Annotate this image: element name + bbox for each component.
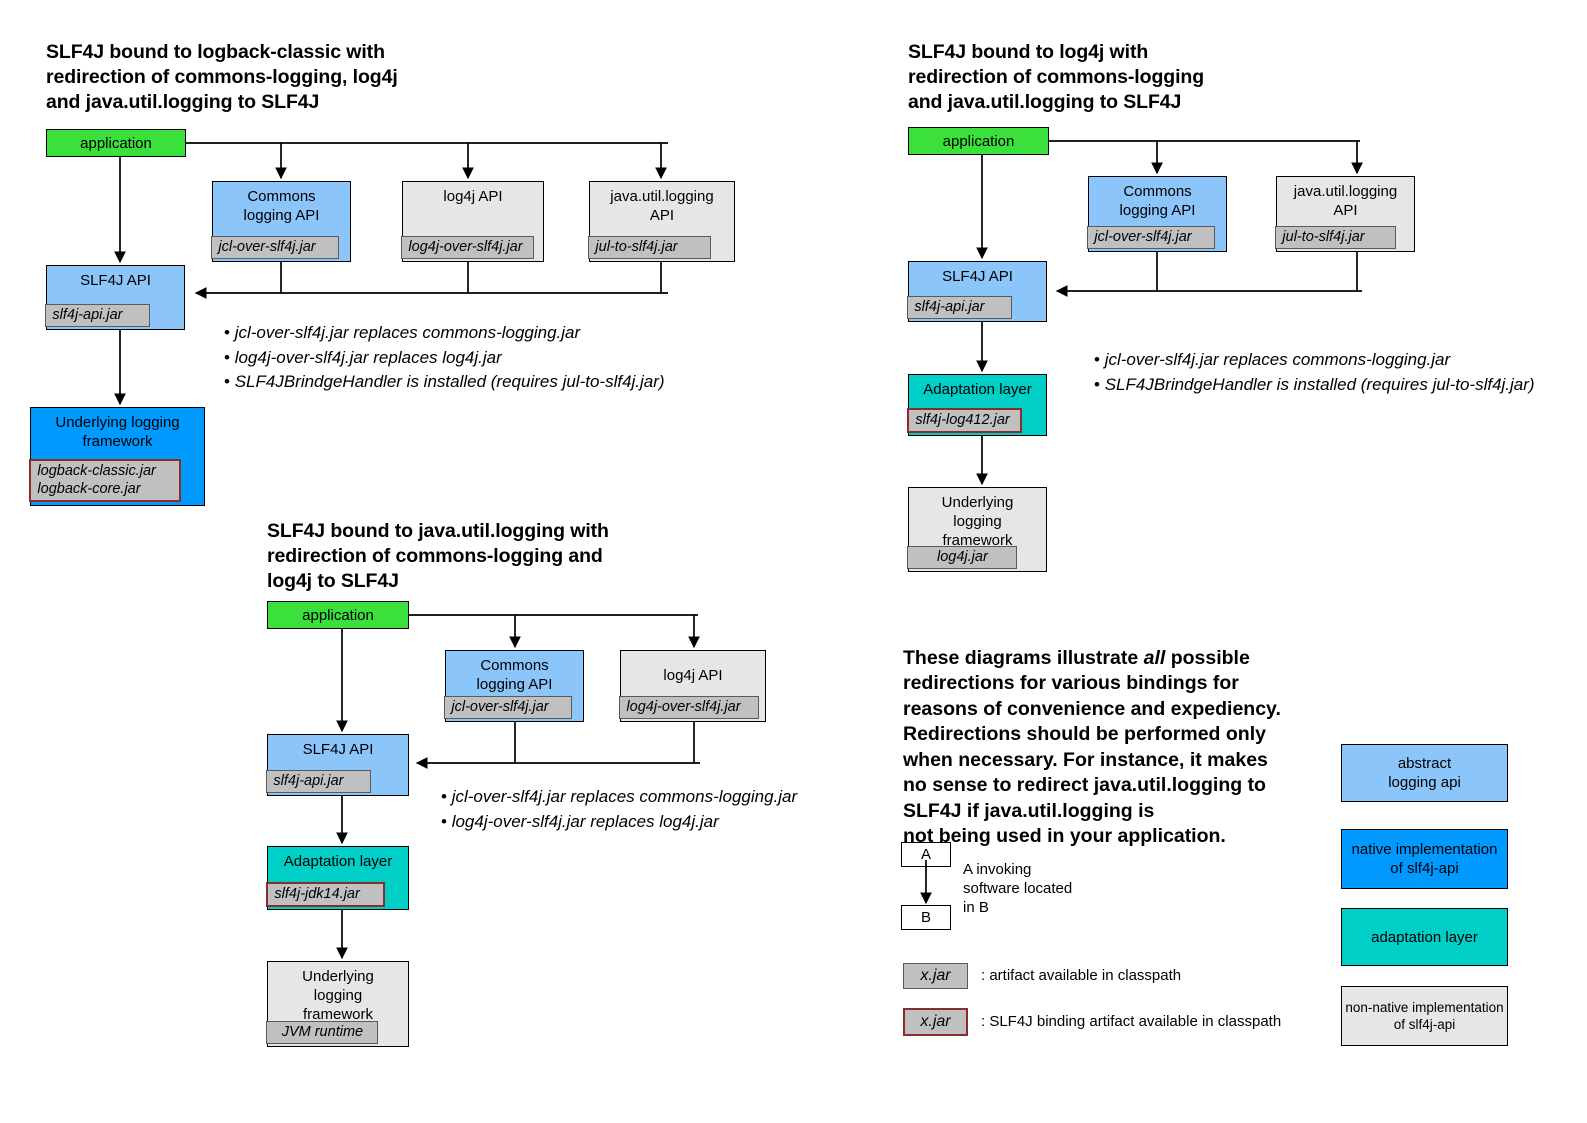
legend-jar-plain: x.jar bbox=[903, 963, 968, 989]
d3-application-box: application bbox=[267, 601, 409, 629]
d2-bullet-2: SLF4JBrindgeHandler is installed (requir… bbox=[1094, 373, 1535, 398]
legend-swatch-adaptation-layer-label: adaptation layer bbox=[1371, 928, 1478, 946]
d3-underlying-framework-box: Underlying logging framework JVM runtime bbox=[266, 961, 409, 1047]
d2-bullets: jcl-over-slf4j.jar replaces commons-logg… bbox=[1094, 348, 1535, 397]
d2-commons-logging-label: Commons logging API bbox=[1119, 183, 1196, 219]
d2-underlying-framework-label: Underlying logging framework bbox=[941, 494, 1014, 549]
legend-swatch-adaptation-layer: adaptation layer bbox=[1341, 908, 1508, 966]
d1-application-box: application bbox=[46, 129, 186, 157]
d2-slf4j-api-label: SLF4J API bbox=[942, 268, 1013, 285]
d2-jul-api-box: java.util.logging API jul-to-slf4j.jar bbox=[1275, 176, 1415, 252]
d1-bullet-2: log4j-over-slf4j.jar replaces log4j.jar bbox=[224, 346, 665, 371]
diagram1-title: SLF4J bound to logback-classic with redi… bbox=[46, 41, 398, 113]
d1-bullets: jcl-over-slf4j.jar replaces commons-logg… bbox=[224, 321, 665, 395]
legend-swatch-non-native-implementation-label: non-native implementation of slf4j-api bbox=[1345, 1000, 1504, 1032]
d2-commons-logging-box: Commons logging API jcl-over-slf4j.jar bbox=[1087, 176, 1227, 252]
d1-commons-logging-box: Commons logging API jcl-over-slf4j.jar bbox=[211, 181, 351, 262]
d3-underlying-framework-jar: JVM runtime bbox=[266, 1021, 379, 1044]
d1-commons-logging-label: Commons logging API bbox=[243, 188, 320, 224]
note-post: possible redirections for various bindin… bbox=[903, 646, 1281, 848]
d3-commons-logging-box: Commons logging API jcl-over-slf4j.jar bbox=[444, 650, 584, 722]
d1-slf4j-api-jar: slf4j-api.jar bbox=[45, 304, 151, 327]
legend-box-a-label: A bbox=[920, 846, 931, 863]
d3-adaptation-layer-label: Adaptation layer bbox=[283, 853, 393, 870]
d3-log4j-api-box: log4j API log4j-over-slf4j.jar bbox=[619, 650, 766, 722]
legend-box-b-label: B bbox=[920, 909, 931, 926]
d1-log4j-api-label: log4j API bbox=[443, 188, 503, 205]
d2-slf4j-api-jar: slf4j-api.jar bbox=[907, 296, 1013, 319]
d1-jul-api-jar: jul-to-slf4j.jar bbox=[588, 236, 712, 259]
d3-slf4j-api-box: SLF4J API slf4j-api.jar bbox=[266, 734, 409, 796]
d3-commons-logging-jar: jcl-over-slf4j.jar bbox=[444, 696, 573, 719]
d3-log4j-api-jar: log4j-over-slf4j.jar bbox=[619, 696, 760, 719]
d1-underlying-framework-label: Underlying logging framework bbox=[55, 414, 180, 450]
explanatory-note: These diagrams illustrate all possible r… bbox=[903, 620, 1333, 850]
legend-swatch-native-implementation: native implementation of slf4j-api bbox=[1341, 829, 1508, 889]
d3-underlying-framework-label: Underlying logging framework bbox=[302, 968, 374, 1023]
d3-slf4j-api-jar: slf4j-api.jar bbox=[266, 770, 372, 793]
d2-jul-api-jar: jul-to-slf4j.jar bbox=[1275, 226, 1397, 249]
d3-adaptation-layer-jar: slf4j-jdk14.jar bbox=[266, 882, 386, 907]
note-pre: These diagrams illustrate bbox=[903, 646, 1144, 669]
d2-bullet-1: jcl-over-slf4j.jar replaces commons-logg… bbox=[1094, 348, 1535, 373]
d1-bullet-1: jcl-over-slf4j.jar replaces commons-logg… bbox=[224, 321, 665, 346]
d3-commons-logging-label: Commons logging API bbox=[476, 657, 553, 693]
d2-slf4j-api-box: SLF4J API slf4j-api.jar bbox=[907, 261, 1047, 322]
legend-swatch-native-implementation-label: native implementation of slf4j-api bbox=[1351, 841, 1498, 877]
d1-jul-api-label: java.util.logging API bbox=[610, 188, 714, 224]
d1-slf4j-api-box: SLF4J API slf4j-api.jar bbox=[45, 265, 185, 330]
d2-adaptation-layer-box: Adaptation layer slf4j-log412.jar bbox=[907, 374, 1047, 436]
d2-application-box: application bbox=[908, 127, 1049, 155]
d1-log4j-api-jar: log4j-over-slf4j.jar bbox=[401, 236, 535, 259]
d1-jul-api-box: java.util.logging API jul-to-slf4j.jar bbox=[588, 181, 735, 262]
d2-commons-logging-jar: jcl-over-slf4j.jar bbox=[1087, 226, 1216, 249]
legend-jar-binding-caption: : SLF4J binding artifact available in cl… bbox=[981, 1013, 1282, 1030]
d2-underlying-framework-box: Underlying logging framework log4j.jar bbox=[907, 487, 1047, 572]
legend-swatch-abstract-logging-api-label: abstract logging api bbox=[1388, 755, 1461, 791]
d2-application-label: application bbox=[942, 132, 1015, 150]
d2-underlying-framework-jar: log4j.jar bbox=[907, 546, 1018, 569]
d1-slf4j-api-label: SLF4J API bbox=[80, 272, 151, 289]
d2-adaptation-layer-jar: slf4j-log412.jar bbox=[907, 408, 1023, 433]
d1-underlying-framework-box: Underlying logging framework logback-cla… bbox=[29, 407, 205, 506]
d3-adaptation-layer-box: Adaptation layer slf4j-jdk14.jar bbox=[266, 846, 409, 910]
d3-application-label: application bbox=[302, 606, 374, 624]
d3-slf4j-api-label: SLF4J API bbox=[302, 741, 374, 758]
d3-log4j-api-label: log4j API bbox=[663, 666, 723, 684]
note-emphasis: all bbox=[1143, 646, 1166, 669]
d3-bullet-2: log4j-over-slf4j.jar replaces log4j.jar bbox=[441, 810, 797, 835]
legend-jar-plain-caption: : artifact available in classpath bbox=[981, 967, 1182, 984]
legend-jar-binding: x.jar bbox=[903, 1008, 968, 1036]
legend-arrow-caption: A invoking software located in B bbox=[963, 861, 1073, 916]
diagram2-title: SLF4J bound to log4j with redirection of… bbox=[908, 41, 1205, 113]
d1-commons-logging-jar: jcl-over-slf4j.jar bbox=[211, 236, 340, 259]
d1-bullet-3: SLF4JBrindgeHandler is installed (requir… bbox=[224, 370, 665, 395]
d2-jul-api-label: java.util.logging API bbox=[1293, 183, 1398, 219]
d1-log4j-api-box: log4j API log4j-over-slf4j.jar bbox=[401, 181, 544, 262]
legend-swatch-non-native-implementation: non-native implementation of slf4j-api bbox=[1341, 986, 1508, 1046]
legend-box-b: B bbox=[901, 905, 951, 930]
d3-bullet-1: jcl-over-slf4j.jar replaces commons-logg… bbox=[441, 785, 797, 810]
d3-bullets: jcl-over-slf4j.jar replaces commons-logg… bbox=[441, 785, 797, 834]
diagram3-title: SLF4J bound to java.util.logging with re… bbox=[267, 520, 609, 592]
d1-underlying-framework-jar: logback-classic.jar logback-core.jar bbox=[29, 459, 182, 502]
legend-box-a: A bbox=[901, 842, 951, 867]
d2-adaptation-layer-label: Adaptation layer bbox=[923, 381, 1032, 398]
d1-application-label: application bbox=[80, 134, 152, 152]
legend-swatch-abstract-logging-api: abstract logging api bbox=[1341, 744, 1508, 802]
